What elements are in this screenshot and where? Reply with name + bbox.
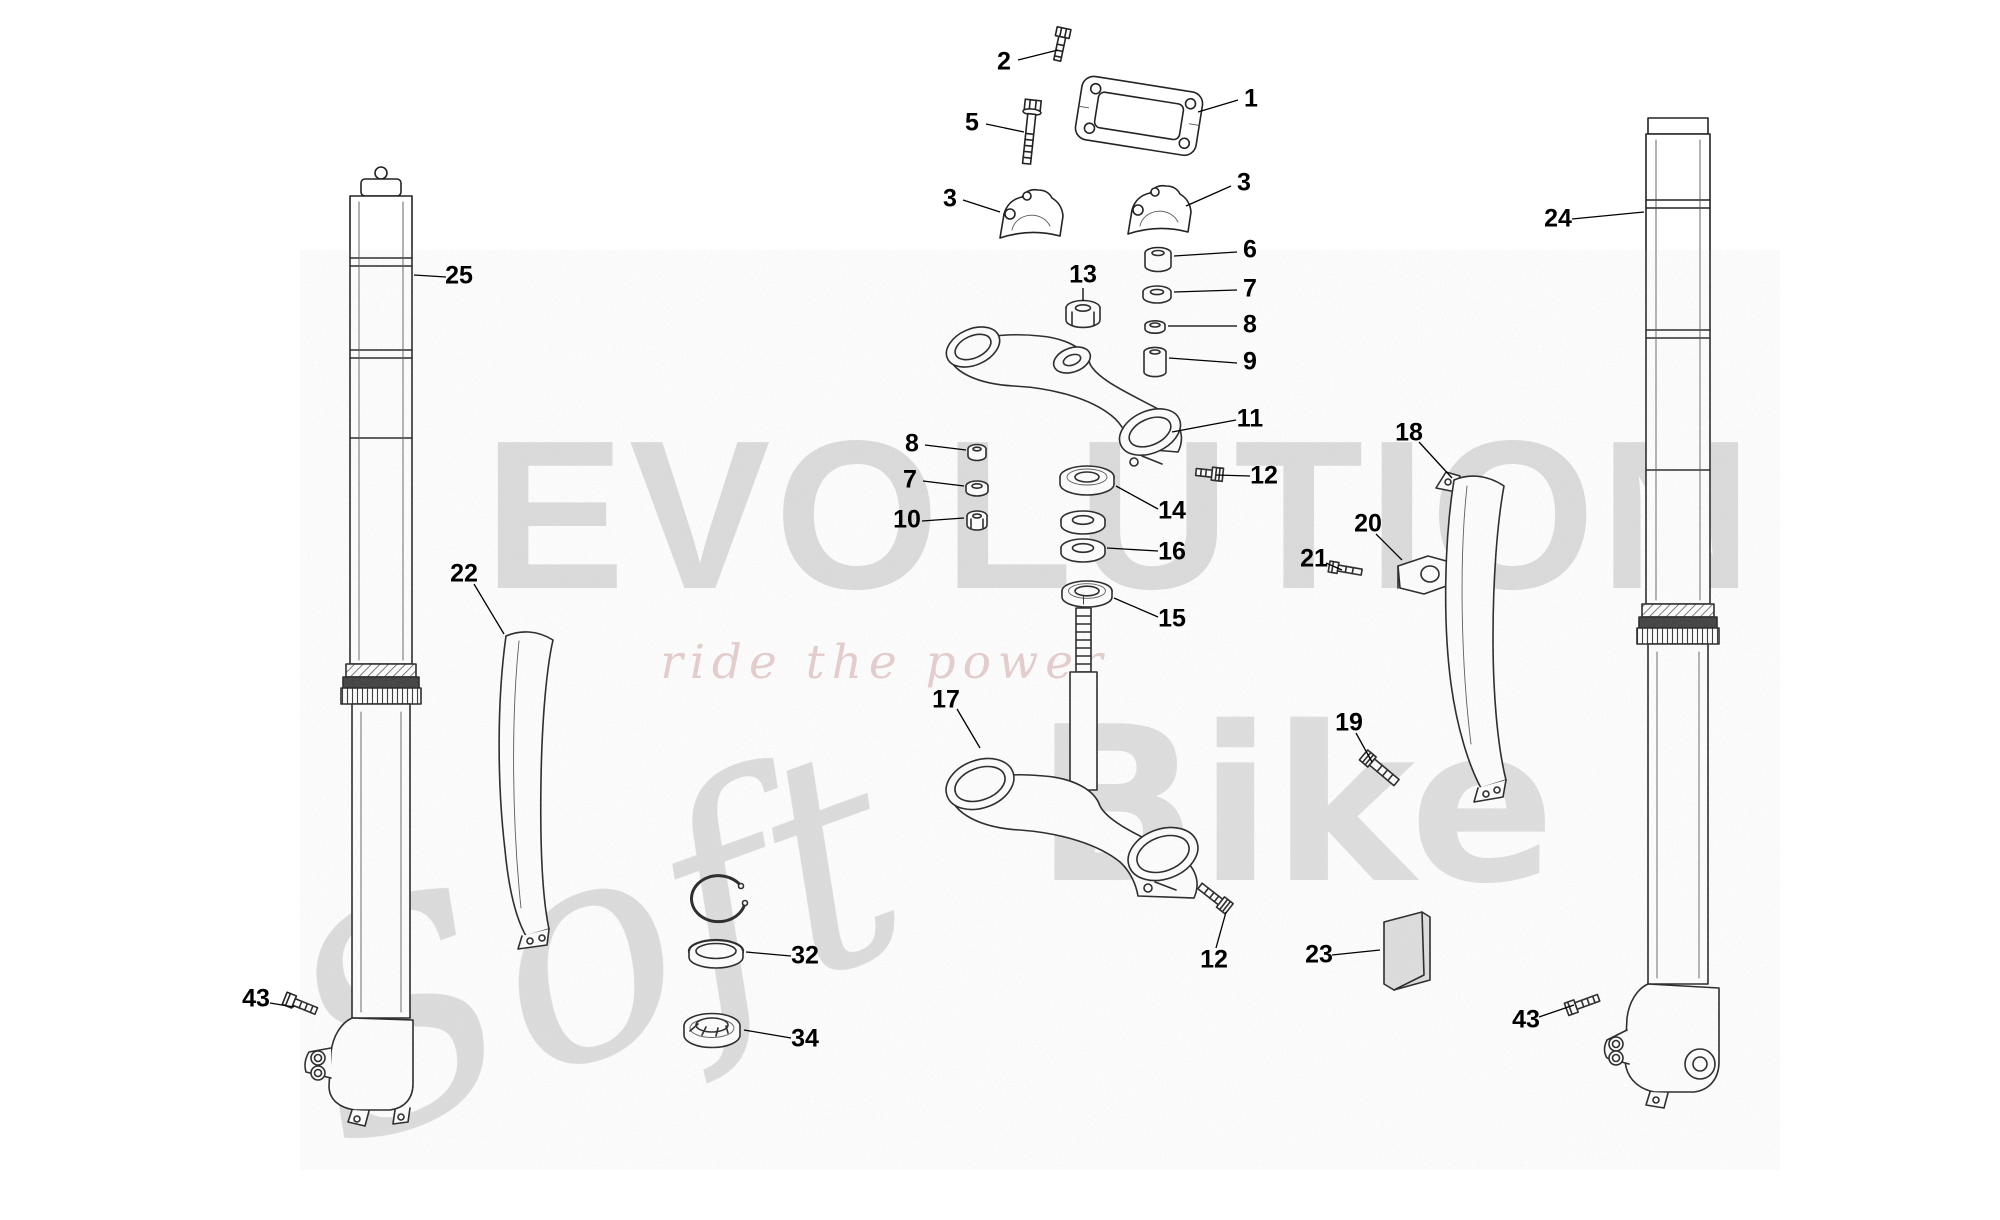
part-32-snap-ring [690,874,749,924]
part-18-fork-protector-right [1435,471,1507,803]
part-3-riser-clamp-left [999,188,1064,239]
callout-label: 20 [1354,510,1382,538]
part-34-bearing [683,1012,741,1049]
part-17-lower-triple-clamp [945,757,1199,899]
part-2-bolt [1052,25,1072,63]
part-24-right-fork-leg [1603,117,1720,1109]
part-22-fork-protector-left [498,631,554,950]
callout-leader-line [1106,547,1159,552]
callout-leader-line [1418,441,1453,479]
callout-label: 25 [445,262,473,290]
watermark-slogan: ride the power [660,635,1109,690]
callout-label: 5 [965,109,979,137]
part-23-pad [1383,911,1431,991]
part-6-spacer [1144,246,1172,273]
callout-label: 21 [1300,545,1328,573]
part-7-washer-left [965,480,989,497]
callout-label: 12 [1200,946,1228,974]
callout-label: 11 [1237,405,1264,433]
callout-label: 9 [1243,348,1257,376]
callout-leader-line [956,708,981,749]
part-12-lower-pinch-bolt [1197,882,1234,915]
callout-leader-line [1173,251,1238,257]
callout-label: 43 [1512,1006,1540,1034]
callout-leader-line [1113,597,1159,618]
callout-label: 12 [1250,462,1278,490]
callout-leader-line [1375,533,1403,561]
callout-label: 3 [1237,169,1251,197]
part-20-guard-bracket [1397,555,1453,595]
callout-leader-line [1355,732,1373,763]
callout-label: 3 [943,185,957,213]
callout-leader-line [473,583,505,635]
callout-label: 8 [1243,311,1257,339]
callout-label: 13 [1069,261,1097,289]
callout-leader-line [922,480,965,487]
part-14-dust-seal [1059,465,1115,496]
part-10-nut [966,510,988,531]
callout-label: 2 [997,48,1011,76]
part-13-steering-stem-nut [1065,299,1101,329]
callout-leader-line [1538,1004,1575,1018]
callout-leader-line [743,1029,792,1039]
callout-leader-line [985,123,1025,133]
part-8-ring-left [967,443,987,462]
callout-label: 8 [905,430,919,458]
callout-label: 17 [932,686,960,714]
steering-stem [1069,595,1098,807]
callout-leader-line [924,444,967,451]
watermark-script-word: Soft [245,678,946,1218]
callout-label: 1 [1244,85,1258,113]
part-7-washer-right [1142,285,1172,304]
part-8-ring-right [1144,319,1166,334]
watermark-title: EVOLUTION [484,396,1757,633]
part-25-left-fork-leg [304,166,422,1127]
callout-leader-line [1197,99,1239,113]
part-9-bushing [1143,346,1167,378]
callout-label: 32 [791,942,819,970]
callout-label: 22 [450,560,478,588]
callout-label: 43 [242,985,270,1013]
part-3-riser-clamp-right [1127,184,1192,235]
callout-leader-line [1325,562,1343,571]
callout-leader-line [269,1002,295,1008]
callout-leader-line [413,274,447,278]
callout-leader-line [745,951,792,957]
callout-leader-line [1215,911,1227,949]
callout-leader-line [1571,211,1645,220]
part-5-bolt [1021,98,1043,165]
part-16-washer-a [1060,510,1106,535]
callout-leader-line [1215,474,1251,477]
callout-label: 15 [1158,605,1186,633]
callout-leader-line [1173,289,1238,293]
callout-label: 16 [1158,538,1186,566]
part-1-handlebar-upper-clamp [1074,75,1204,157]
callout-label: 10 [893,506,921,534]
callout-label: 24 [1544,205,1572,233]
part-11-upper-triple-clamp [945,326,1183,467]
callout-leader-line [962,199,1001,213]
callout-label: 7 [903,466,917,494]
callout-leader-line [1115,485,1159,510]
callout-label: 18 [1395,419,1423,447]
callout-leader-line [1185,185,1232,207]
callout-label: 6 [1243,236,1257,264]
part-32-ring [687,938,745,969]
callout-label: 7 [1243,275,1257,303]
part-16-washer-b [1060,538,1106,563]
callout-leader-line [1168,357,1238,364]
callout-leader-line [921,517,965,522]
callout-leader-line [1331,949,1381,956]
part-43-bolt-left [281,991,319,1016]
callout-leader-line [1171,419,1237,433]
callout-leader-line [1017,49,1059,61]
callout-label: 14 [1158,497,1186,525]
callout-label: 23 [1305,941,1333,969]
callout-label: 34 [791,1025,819,1053]
part-43-bolt-right [1563,993,1601,1017]
part-15-bearing-race [1061,580,1113,608]
callout-label: 19 [1335,709,1363,737]
